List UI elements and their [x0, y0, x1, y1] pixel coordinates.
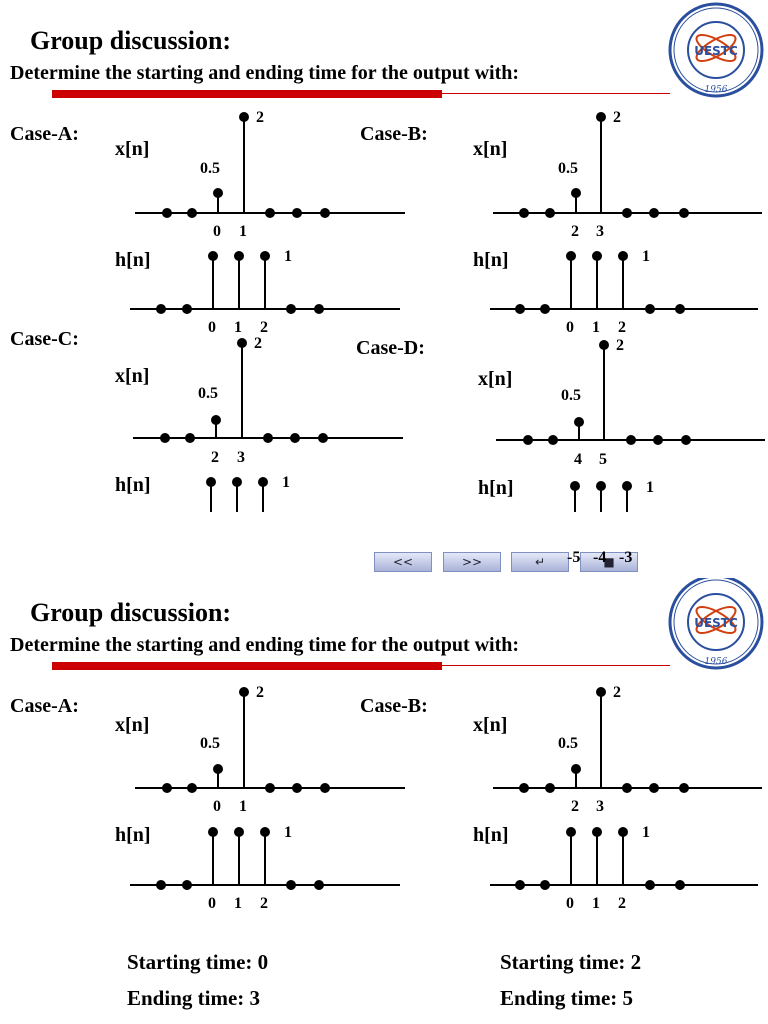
svg-text:2: 2: [571, 223, 579, 240]
case-d-tick-labels: -5 -4 -3: [567, 549, 632, 566]
svg-text:x[n]: x[n]: [473, 714, 507, 736]
case-a-h-label: h[n]: [115, 249, 151, 271]
slide-1: Group discussion: Determine the starting…: [10, 2, 765, 512]
svg-text:0: 0: [208, 319, 216, 336]
svg-text:4: 4: [574, 451, 582, 468]
svg-text:2: 2: [618, 319, 626, 336]
svg-text:2: 2: [254, 335, 262, 352]
nav-next-button[interactable]: >>: [443, 552, 501, 572]
svg-text:1: 1: [239, 798, 247, 815]
svg-text:1: 1: [284, 248, 292, 265]
nav-prev-button[interactable]: <<: [374, 552, 432, 572]
stem-plots-slide1: Case-A: x[n] 0.5 2 0 1 h[n] 1 0 1 2 Case…: [10, 109, 765, 512]
svg-text:0: 0: [213, 798, 221, 815]
svg-text:0.5: 0.5: [198, 385, 218, 402]
svg-text:0.5: 0.5: [200, 735, 220, 752]
svg-text:0: 0: [566, 895, 574, 912]
svg-text:0: 0: [213, 223, 221, 240]
svg-text:1: 1: [234, 319, 242, 336]
svg-text:1: 1: [592, 319, 600, 336]
case-a-start-answer: Starting time: 0: [127, 950, 269, 974]
case-c-label: Case-C:: [10, 328, 79, 350]
svg-text:0.5: 0.5: [200, 160, 220, 177]
svg-text:1: 1: [239, 223, 247, 240]
svg-text:0: 0: [566, 319, 574, 336]
case-a-end-answer: Ending time: 3: [127, 986, 261, 1010]
case-c-h-label: h[n]: [115, 474, 151, 496]
svg-text:1: 1: [592, 895, 600, 912]
svg-text:h[n]: h[n]: [115, 824, 151, 846]
svg-text:0.5: 0.5: [558, 160, 578, 177]
svg-text:1: 1: [642, 824, 650, 841]
title-underline-thin: [442, 93, 670, 94]
title-underline: [52, 90, 442, 98]
case-b-h-label: h[n]: [473, 249, 509, 271]
svg-text:h[n]: h[n]: [473, 824, 509, 846]
svg-text:1: 1: [642, 248, 650, 265]
svg-text:-3: -3: [619, 549, 632, 566]
svg-text:1: 1: [234, 895, 242, 912]
svg-text:3: 3: [596, 798, 604, 815]
svg-text:1: 1: [646, 479, 654, 496]
svg-text:UESTC: UESTC: [694, 616, 738, 630]
svg-text:2: 2: [571, 798, 579, 815]
svg-text:2: 2: [211, 449, 219, 466]
svg-text:2: 2: [260, 895, 268, 912]
svg-text:UESTC: UESTC: [694, 44, 738, 58]
svg-text:1956: 1956: [705, 657, 728, 667]
nav-stop-button[interactable]: ■: [580, 552, 638, 572]
case-d-h-label: h[n]: [478, 477, 514, 499]
slide-subtitle: Determine the starting and ending time f…: [10, 62, 520, 84]
svg-text:2: 2: [260, 319, 268, 336]
svg-text:1: 1: [284, 824, 292, 841]
case-b-label: Case-B:: [360, 123, 428, 145]
svg-text:1: 1: [282, 474, 290, 491]
svg-text:2: 2: [618, 895, 626, 912]
svg-text:1956: 1956: [705, 85, 728, 95]
case-d-label: Case-D:: [356, 337, 425, 359]
case-a-label: Case-A:: [10, 123, 79, 145]
slide-title: Group discussion:: [30, 598, 232, 627]
title-underline-thin: [442, 665, 670, 666]
case-d-x-label: x[n]: [478, 368, 512, 390]
stem-plots-slide2: Case-A: x[n] 0.5 2 0 1 h[n] 1 0 1 2 Case…: [10, 684, 762, 912]
slide-subtitle: Determine the starting and ending time f…: [10, 634, 520, 656]
svg-text:2: 2: [613, 684, 621, 701]
svg-text:3: 3: [596, 223, 604, 240]
slide-2: Group discussion: Determine the starting…: [0, 578, 768, 1024]
uestc-logo-icon: UESTC 1956: [668, 2, 764, 98]
nav-return-button[interactable]: ↵: [511, 552, 569, 572]
svg-text:0.5: 0.5: [558, 735, 578, 752]
svg-text:-4: -4: [593, 549, 606, 566]
title-underline: [52, 662, 442, 670]
case-a-x-label: x[n]: [115, 138, 149, 160]
uestc-logo-icon: UESTC 1956: [668, 578, 764, 670]
svg-text:0: 0: [208, 895, 216, 912]
svg-text:2: 2: [256, 684, 264, 701]
slide-title: Group discussion:: [30, 26, 232, 55]
svg-text:0.5: 0.5: [561, 387, 581, 404]
svg-text:2: 2: [613, 109, 621, 126]
case-b-end-answer: Ending time: 5: [500, 986, 634, 1010]
svg-text:5: 5: [599, 451, 607, 468]
case-a-label: Case-A:: [10, 695, 79, 717]
case-b-x-label: x[n]: [473, 138, 507, 160]
svg-text:2: 2: [616, 337, 624, 354]
case-b-label: Case-B:: [360, 695, 428, 717]
case-c-x-label: x[n]: [115, 365, 149, 387]
svg-text:-5: -5: [567, 549, 580, 566]
svg-text:2: 2: [256, 109, 264, 126]
svg-text:3: 3: [237, 449, 245, 466]
svg-text:x[n]: x[n]: [115, 714, 149, 736]
case-b-start-answer: Starting time: 2: [500, 950, 642, 974]
